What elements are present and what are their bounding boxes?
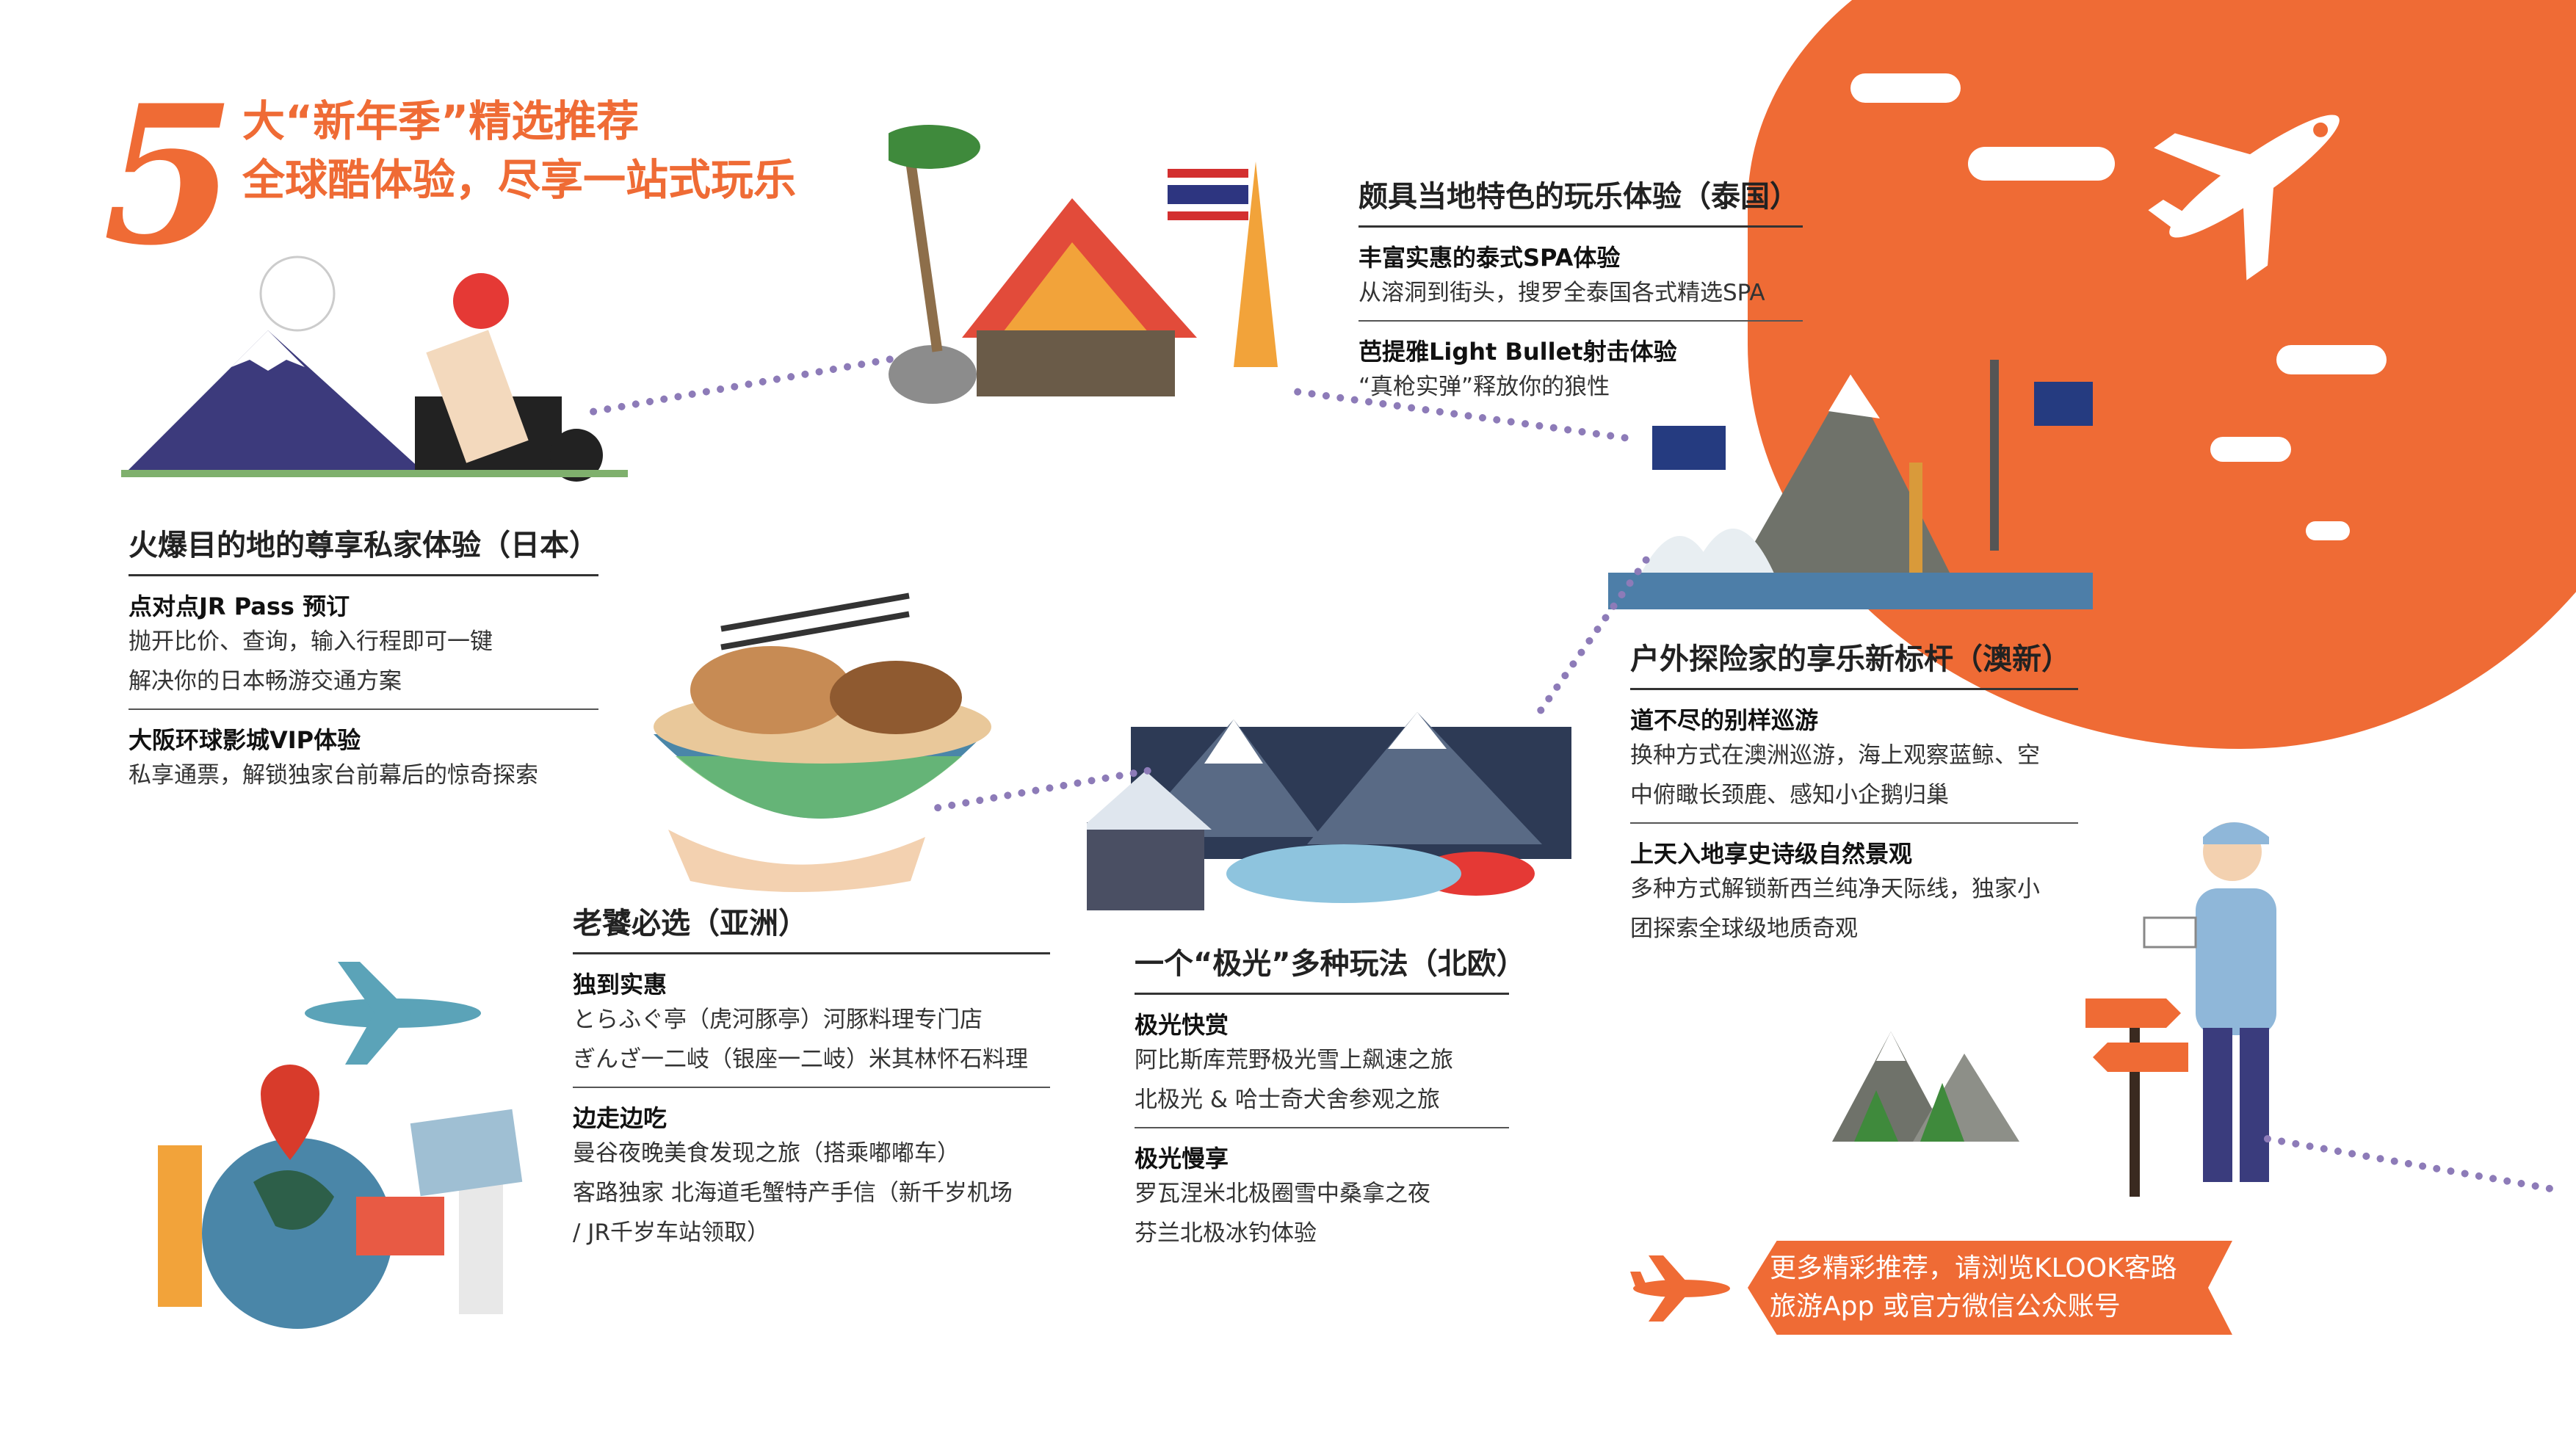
- small-airplane-icon: [305, 962, 481, 1065]
- item-desc: 换种方式在澳洲巡游，海上观察蓝鲸、空: [1630, 742, 2040, 769]
- orange-background-shape: [1748, 0, 2576, 749]
- cta-line2: 旅游App 或官方微信公众账号: [1770, 1291, 2121, 1322]
- item-desc: 北极光 & 哈士奇犬舍参观之旅: [1135, 1087, 1440, 1113]
- signpost-icon: [2085, 998, 2188, 1197]
- list-item: 道不尽的别样巡游 换种方式在澳洲巡游，海上观察蓝鲸、空 中俯瞰长颈鹿、感知小企鹅…: [1630, 702, 2078, 824]
- footprint-trail: [589, 355, 894, 416]
- header-title-line1: 大“新年季”精选推荐: [242, 96, 640, 146]
- cloud-icon: [2276, 345, 2387, 374]
- section-title: 老饕必选（亚洲）: [573, 899, 1050, 954]
- item-title: 大阪环球影城VIP体验: [129, 726, 361, 754]
- airplane-icon: [1630, 1255, 1730, 1322]
- list-item: 大阪环球影城VIP体验 私享通票，解锁独家台前幕后的惊奇探索: [129, 722, 598, 802]
- item-desc: 中俯瞰长颈鹿、感知小企鹅归巢: [1630, 782, 1949, 808]
- item-desc: 曼谷夜晚美食发现之旅（搭乘嘟嘟车）: [573, 1140, 960, 1167]
- item-desc: 客路独家 北海道毛蟹特产手信（新千岁机场: [573, 1180, 1013, 1206]
- australia-nz-illustration: [1608, 360, 2093, 609]
- item-title: 极光快赏: [1135, 1011, 1229, 1039]
- list-item: 上天入地享史诗级自然景观 多种方式解锁新西兰纯净天际线，独家小 团探索全球级地质…: [1630, 835, 2078, 956]
- item-title: 边走边吃: [573, 1104, 667, 1132]
- section-title: 火爆目的地的尊享私家体验（日本）: [129, 521, 598, 576]
- asia-food-illustration: [654, 592, 991, 892]
- cloud-icon: [2210, 437, 2291, 462]
- section-nordic: 一个“极光”多种玩法（北欧） 极光快赏 阿比斯库荒野极光雪上飙速之旅 北极光 &…: [1135, 940, 1526, 1261]
- item-title: 独到实惠: [573, 971, 667, 998]
- thailand-illustration: [889, 125, 1278, 404]
- item-title: 道不尽的别样巡游: [1630, 706, 1819, 734]
- list-item: 点对点JR Pass 预订 抛开比价、查询，输入行程即可一键 解决你的日本畅游交…: [129, 588, 598, 710]
- list-item: 芭提雅Light Bullet射击体验 “真枪实弹”释放你的狼性: [1358, 333, 1803, 414]
- nordic-aurora-illustration: [1087, 712, 1571, 910]
- item-desc: / JR千岁车站领取）: [573, 1219, 770, 1246]
- item-desc: とらふぐ亭（虎河豚亭）河豚料理专门店: [573, 1007, 983, 1033]
- cloud-icon: [1968, 147, 2115, 181]
- cloud-icon: [1850, 73, 1961, 103]
- item-desc: 阿比斯库荒野极光雪上飙速之旅: [1135, 1047, 1453, 1073]
- klook-cta-banner[interactable]: 更多精彩推荐，请浏览KLOOK客路 旅游App 或官方微信公众账号: [1748, 1241, 2232, 1335]
- list-item: 极光快赏 阿比斯库荒野极光雪上飙速之旅 北极光 & 哈士奇犬舍参观之旅: [1135, 1007, 1509, 1128]
- item-desc: ぎんざ一二岐（银座一二岐）米其林怀石料理: [573, 1046, 1028, 1073]
- item-title: 极光慢享: [1135, 1145, 1229, 1172]
- item-desc: 解决你的日本畅游交通方案: [129, 668, 402, 695]
- travelers-illustration: [158, 1065, 523, 1329]
- list-item: 极光慢享 罗瓦涅米北极圈雪中桑拿之夜 芬兰北极冰钓体验: [1135, 1140, 1509, 1261]
- item-desc: 芬兰北极冰钓体验: [1135, 1220, 1317, 1247]
- item-desc: 抛开比价、查询，输入行程即可一键: [129, 628, 493, 655]
- list-item: 丰富实惠的泰式SPA体验 从溶洞到街头，搜罗全泰国各式精选SPA: [1358, 239, 1803, 322]
- cta-line1: 更多精彩推荐，请浏览KLOOK客路: [1770, 1253, 2177, 1283]
- section-title: 颇具当地特色的玩乐体验（泰国）: [1358, 173, 1803, 228]
- cloud-icon: [2306, 521, 2350, 540]
- item-title: 点对点JR Pass 预订: [129, 592, 350, 620]
- item-title: 芭提雅Light Bullet射击体验: [1358, 338, 1677, 366]
- item-desc: 团探索全球级地质奇观: [1630, 916, 1858, 942]
- section-thailand: 颇具当地特色的玩乐体验（泰国） 丰富实惠的泰式SPA体验 从溶洞到街头，搜罗全泰…: [1358, 173, 1803, 414]
- item-desc: 私享通票，解锁独家台前幕后的惊奇探索: [129, 762, 538, 789]
- item-title: 丰富实惠的泰式SPA体验: [1358, 244, 1621, 272]
- item-desc: 多种方式解锁新西兰纯净天际线，独家小: [1630, 876, 2040, 902]
- japan-illustration: [121, 255, 628, 482]
- list-item: 独到实惠 とらふぐ亭（虎河豚亭）河豚料理专门店 ぎんざ一二岐（银座一二岐）米其林…: [573, 966, 1050, 1088]
- item-desc: 从溶洞到街头，搜罗全泰国各式精选SPA: [1358, 280, 1765, 306]
- section-australia-nz: 户外探险家的享乐新标杆（澳新） 道不尽的别样巡游 换种方式在澳洲巡游，海上观察蓝…: [1630, 635, 2078, 956]
- section-title: 一个“极光”多种玩法（北欧）: [1135, 940, 1526, 995]
- airplane-icon: [2148, 115, 2340, 280]
- item-desc: “真枪实弹”释放你的狼性: [1358, 374, 1610, 400]
- list-item: 边走边吃 曼谷夜晚美食发现之旅（搭乘嘟嘟车） 客路独家 北海道毛蟹特产手信（新千…: [573, 1100, 1050, 1260]
- item-desc: 罗瓦涅米北极圈雪中桑拿之夜: [1135, 1181, 1430, 1207]
- section-japan: 火爆目的地的尊享私家体验（日本） 点对点JR Pass 预订 抛开比价、查询，输…: [129, 521, 598, 802]
- item-title: 上天入地享史诗级自然景观: [1630, 840, 1913, 868]
- header-title-line2: 全球酷体验，尽享一站式玩乐: [242, 155, 797, 205]
- hiker-illustration: [2143, 822, 2276, 1182]
- section-title: 户外探险家的享乐新标杆（澳新）: [1630, 635, 2078, 690]
- header-number: 5: [103, 64, 236, 288]
- mountains-illustration: [1832, 1032, 2019, 1142]
- section-asia: 老饕必选（亚洲） 独到实惠 とらふぐ亭（虎河豚亭）河豚料理专门店 ぎんざ一二岐（…: [573, 899, 1050, 1260]
